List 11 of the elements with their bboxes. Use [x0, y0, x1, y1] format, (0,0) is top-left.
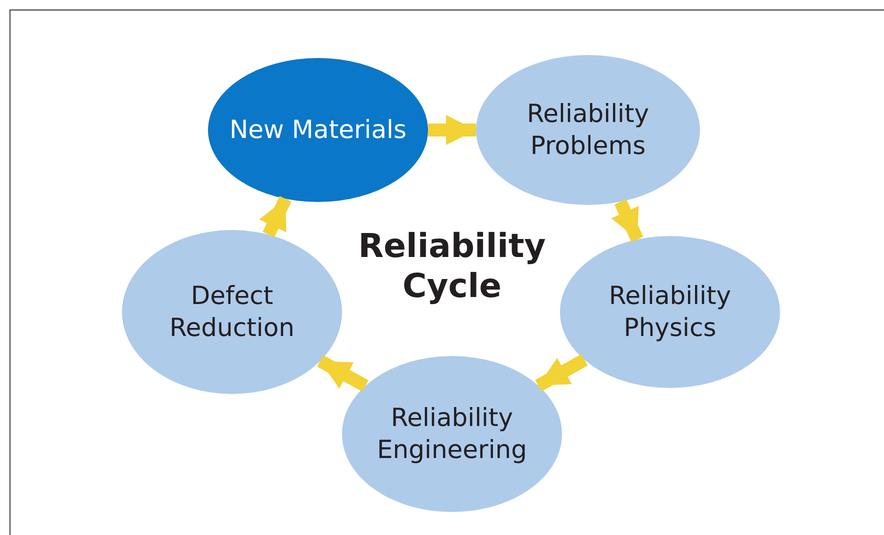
cycle-arrow — [535, 354, 588, 392]
cycle-arrow — [611, 199, 644, 242]
node-label: Reliability Physics — [608, 280, 732, 344]
cycle-arrow — [317, 355, 369, 392]
cycle-arrow — [259, 196, 292, 238]
node-label: New Materials — [229, 114, 407, 146]
cycle-arrow — [428, 115, 476, 145]
node-label: Reliability Problems — [526, 98, 650, 162]
diagram-title: Reliability Cycle — [357, 226, 547, 306]
node-label: Defect Reduction — [168, 280, 296, 344]
node-label: Reliability Engineering — [376, 402, 528, 466]
